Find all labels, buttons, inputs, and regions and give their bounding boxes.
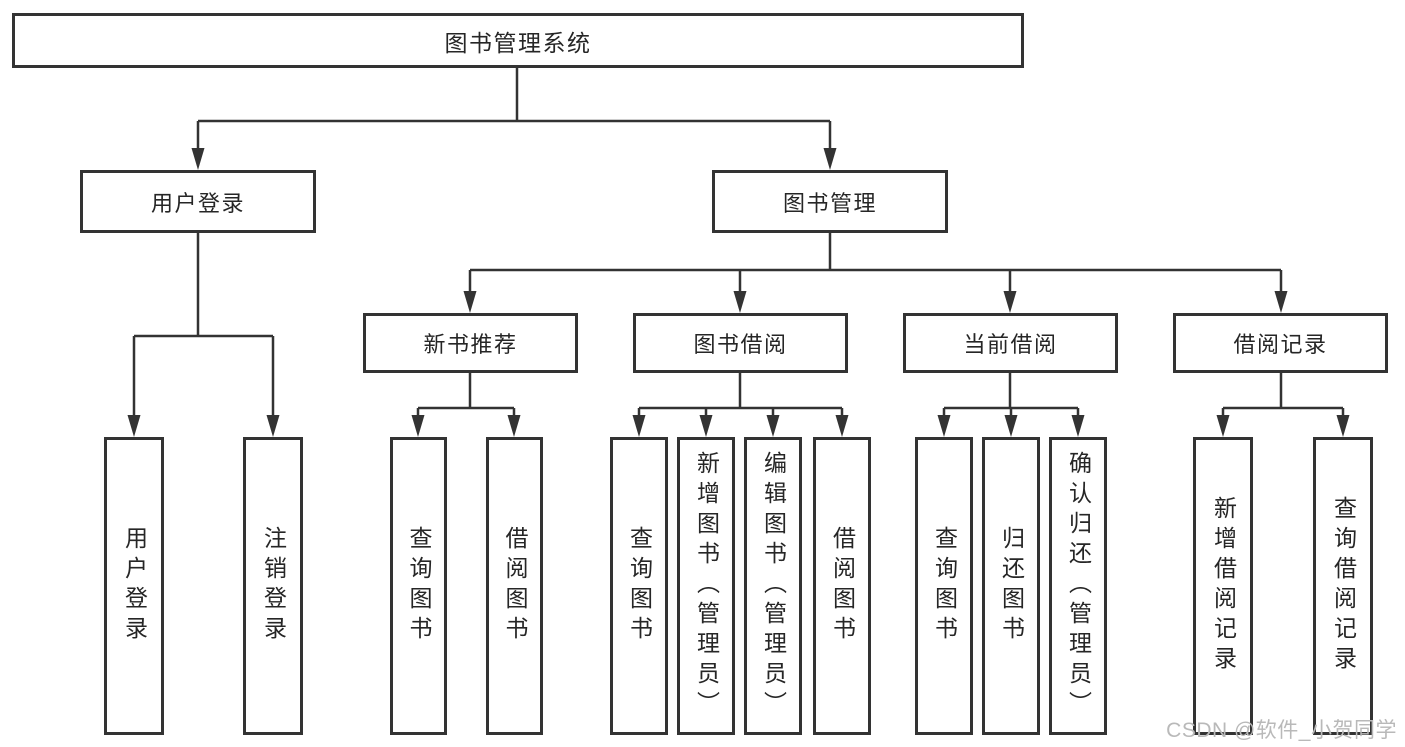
arrow-down-icon (1004, 415, 1018, 437)
arrow-down-icon (632, 415, 646, 437)
leaf-query-borrow-record: 查询借阅记录 (1313, 437, 1373, 735)
leaf-logout-login: 注销登录 (243, 437, 303, 735)
node-label: 新书推荐 (423, 332, 518, 357)
arrow-down-icon (835, 415, 849, 437)
leaf-edit-books-admin: 编辑图书（管理员） (744, 437, 802, 735)
connector-line (1221, 373, 1345, 417)
arrow-down-icon (507, 415, 521, 437)
connector-line (942, 373, 1080, 417)
connector-current-to-leaves (937, 373, 1085, 437)
arrow-down-icon (937, 415, 951, 437)
connector-records-to-leaves (1216, 373, 1350, 437)
leaf-query-books-current: 查询图书 (915, 437, 973, 735)
leaf-label: 确认归还（管理员） (1065, 451, 1092, 721)
connector-login-to-leaves (127, 233, 280, 437)
node-new-book-recommendation: 新书推荐 (363, 313, 578, 373)
leaf-label: 注销登录 (260, 526, 287, 646)
arrow-down-icon (1274, 291, 1288, 313)
arrow-down-icon (733, 291, 747, 313)
connector-line (196, 68, 832, 150)
node-label: 当前借阅 (963, 332, 1058, 357)
node-book-borrowing: 图书借阅 (633, 313, 848, 373)
node-label: 用户登录 (150, 190, 245, 216)
node-borrowing-records: 借阅记录 (1173, 313, 1388, 373)
node-current-borrowing: 当前借阅 (903, 313, 1118, 373)
leaf-label: 用户登录 (121, 526, 148, 646)
connector-borrow-to-leaves (632, 373, 849, 437)
node-root-system: 图书管理系统 (12, 13, 1024, 68)
leaf-label: 查询借阅记录 (1330, 496, 1357, 676)
connector-root-to-branches (191, 68, 837, 170)
leaf-label: 借阅图书 (829, 526, 856, 646)
node-user-login: 用户登录 (80, 170, 316, 233)
arrow-down-icon (191, 148, 205, 170)
arrow-down-icon (463, 291, 477, 313)
leaf-confirm-return-admin: 确认归还（管理员） (1049, 437, 1107, 735)
leaf-label: 编辑图书（管理员） (760, 451, 787, 721)
node-label: 借阅记录 (1233, 332, 1328, 357)
arrow-down-icon (823, 148, 837, 170)
connector-line (468, 233, 1283, 295)
leaf-add-books-admin: 新增图书（管理员） (677, 437, 735, 735)
connector-recommend-to-leaves (411, 373, 521, 437)
arrow-down-icon (1216, 415, 1230, 437)
connector-line (132, 233, 275, 417)
arrow-down-icon (266, 415, 280, 437)
leaf-label: 查询图书 (931, 526, 958, 646)
node-label: 图书借阅 (693, 332, 788, 357)
connector-line (416, 373, 516, 417)
leaf-label: 查询图书 (626, 526, 653, 646)
leaf-add-borrow-record: 新增借阅记录 (1193, 437, 1253, 735)
leaf-label: 查询图书 (406, 526, 432, 646)
leaf-borrow-books-borrowing: 借阅图书 (813, 437, 871, 735)
connector-management-to-modules (463, 233, 1288, 313)
arrow-down-icon (1336, 415, 1350, 437)
leaf-label: 归还图书 (998, 526, 1025, 646)
arrow-down-icon (766, 415, 780, 437)
arrow-down-icon (127, 415, 141, 437)
leaf-borrow-books-recommend: 借阅图书 (486, 437, 543, 735)
leaf-label: 新增图书（管理员） (693, 451, 720, 721)
connector-line (637, 373, 844, 417)
leaf-query-books-borrowing: 查询图书 (610, 437, 668, 735)
leaf-label: 新增借阅记录 (1210, 496, 1237, 676)
leaf-return-books: 归还图书 (982, 437, 1040, 735)
leaf-label: 借阅图书 (502, 526, 528, 646)
arrow-down-icon (1071, 415, 1085, 437)
arrow-down-icon (411, 415, 425, 437)
node-label: 图书管理 (782, 190, 877, 216)
node-label: 图书管理系统 (444, 29, 592, 56)
leaf-user-login: 用户登录 (104, 437, 164, 735)
node-book-management: 图书管理 (712, 170, 948, 233)
leaf-query-books-recommend: 查询图书 (390, 437, 447, 735)
arrow-down-icon (1003, 291, 1017, 313)
csdn-watermark: CSDN @软件_小贺同学 (1166, 719, 1397, 742)
arrow-down-icon (699, 415, 713, 437)
